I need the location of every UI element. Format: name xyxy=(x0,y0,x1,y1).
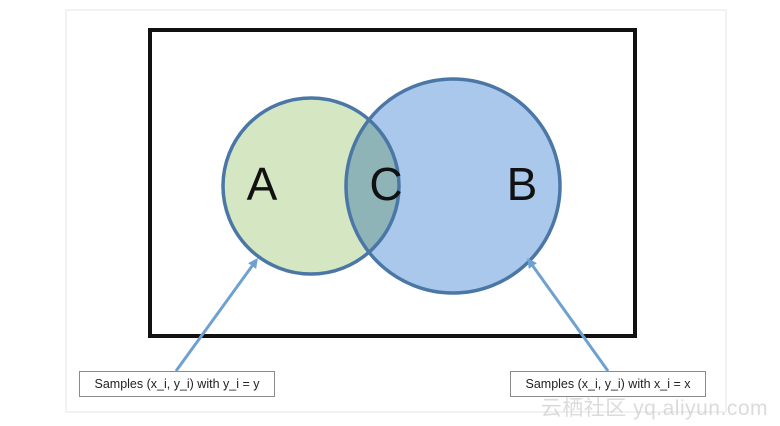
set-b-outline xyxy=(344,77,562,295)
label-a: A xyxy=(247,158,278,210)
arrow-to-b xyxy=(527,257,610,372)
watermark: 云栖社区 yq.aliyun.com xyxy=(540,397,768,420)
arrow-to-a xyxy=(174,257,258,372)
outer-border xyxy=(65,9,727,413)
set-a-outline xyxy=(221,96,401,276)
set-b-circle xyxy=(346,79,560,293)
callout-set-b: Samples (x_i, y_i) with x_i = x xyxy=(510,371,706,397)
label-c: C xyxy=(369,158,402,210)
callout-set-a: Samples (x_i, y_i) with y_i = y xyxy=(79,371,275,397)
label-b: B xyxy=(507,158,538,210)
